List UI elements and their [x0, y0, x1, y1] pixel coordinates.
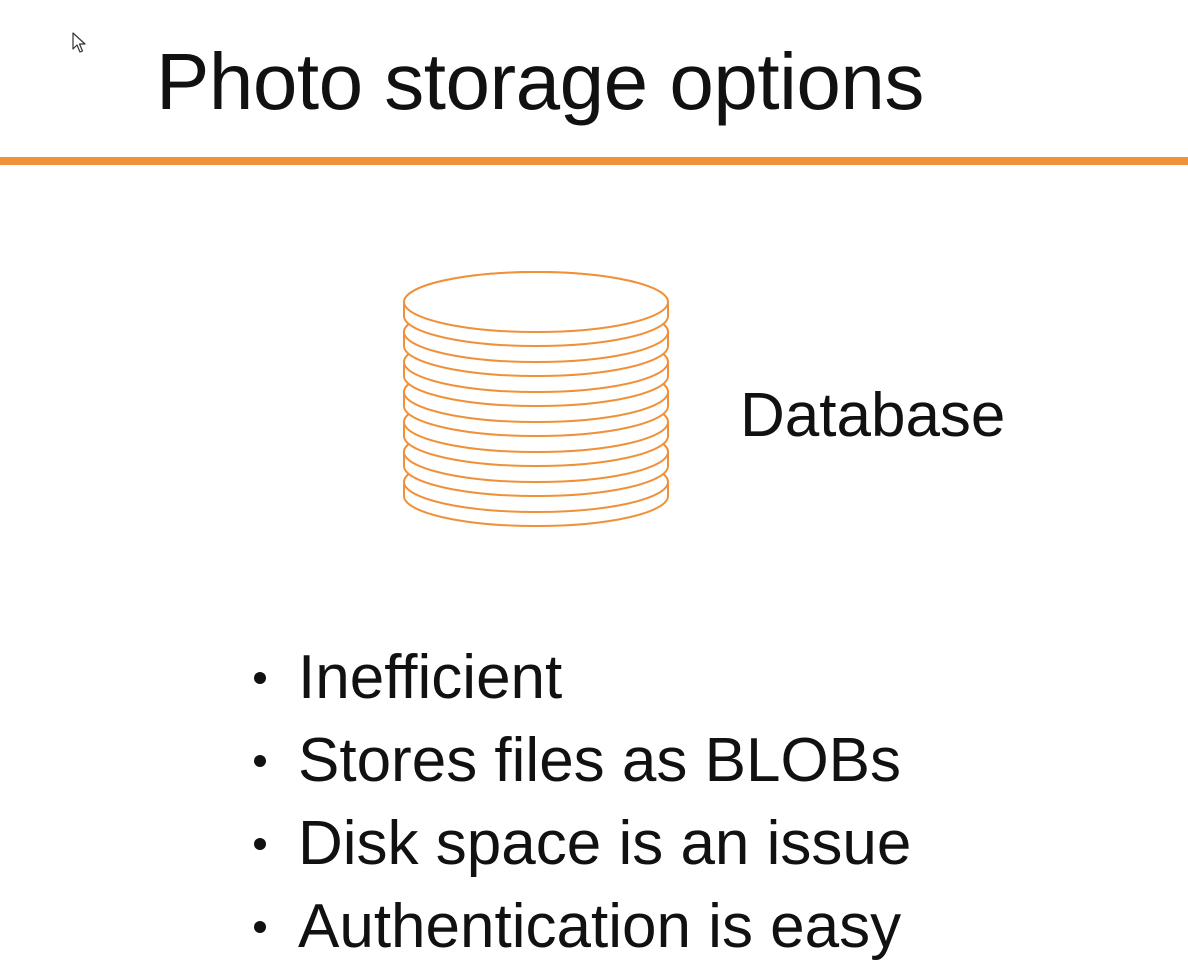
bullet-dot: [254, 920, 266, 933]
bullet-text: Inefficient: [298, 643, 563, 712]
database-icon: [403, 271, 669, 527]
bullet-text: Authentication is easy: [298, 892, 902, 961]
database-disk-top: [403, 271, 669, 333]
title-divider: [0, 157, 1188, 165]
bullet-item-disk-space: Disk space is an issue: [248, 802, 911, 885]
bullet-dot: [254, 754, 266, 767]
bullet-item-inefficient: Inefficient: [248, 636, 911, 719]
bullet-text: Disk space is an issue: [298, 809, 912, 878]
bullet-dot: [254, 671, 266, 684]
bullet-item-blobs: Stores files as BLOBs: [248, 719, 911, 802]
bullet-dot: [254, 837, 266, 850]
bullet-item-authentication: Authentication is easy: [248, 885, 911, 968]
database-label: Database: [740, 381, 1006, 450]
mouse-pointer-icon: [72, 32, 86, 53]
bullet-list: Inefficient Stores files as BLOBs Disk s…: [248, 636, 911, 968]
bullet-text: Stores files as BLOBs: [298, 726, 902, 795]
slide-title: Photo storage options: [156, 37, 924, 126]
